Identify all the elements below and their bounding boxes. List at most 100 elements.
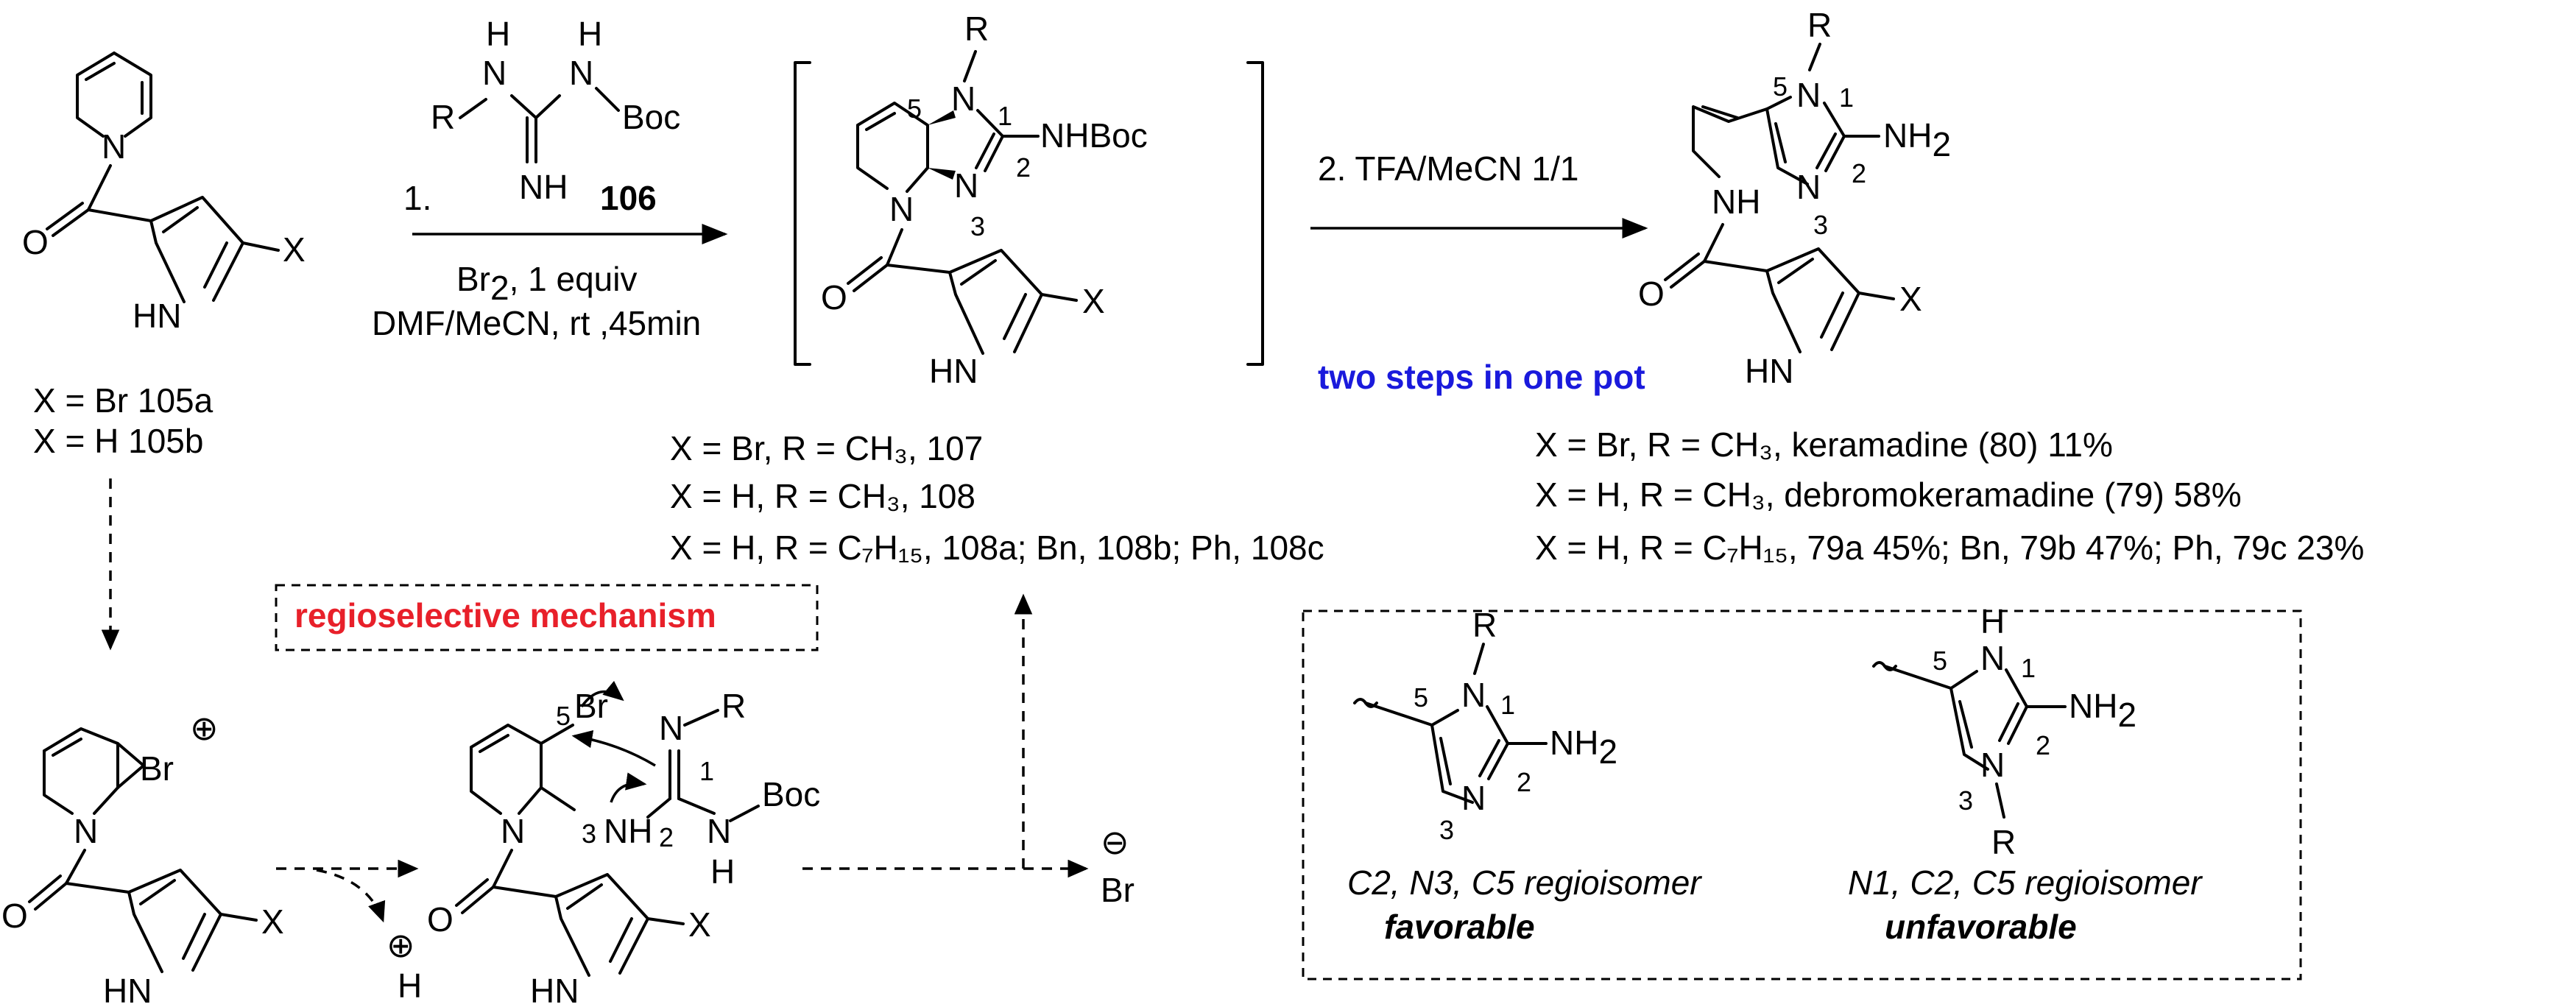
proton-plus: ⊕: [387, 926, 415, 964]
svg-text:5: 5: [556, 701, 571, 731]
svg-text:H: H: [578, 15, 602, 53]
svg-text:NH: NH: [604, 812, 652, 850]
svg-text:NHBoc: NHBoc: [1040, 116, 1148, 155]
svg-text:O: O: [1, 897, 28, 935]
svg-text:favorable: favorable: [1384, 908, 1535, 946]
svg-text:N: N: [569, 54, 593, 92]
svg-text:NH: NH: [1712, 183, 1760, 221]
svg-text:NH2: NH2: [1550, 724, 1617, 771]
svg-text:N: N: [1461, 676, 1486, 714]
bromonium-intermediate: Br ⊕ N O HN X: [1, 709, 284, 1007]
bromide-minus: ⊖: [1101, 823, 1129, 861]
svg-text:HN: HN: [1745, 352, 1793, 390]
svg-text:N: N: [1796, 168, 1821, 206]
regioisomer-unfavorable: 5 N H 1 N 3 2 R NH2 N1, C2, C5 regioisom…: [1848, 602, 2203, 946]
mechanism-title-box: [275, 584, 819, 651]
svg-text:N: N: [1980, 639, 2005, 677]
svg-text:X = H, R = C₇H₁₅, 108a; Bn, 1: X = H, R = C₇H₁₅, 108a; Bn, 108b; Ph, 10…: [670, 529, 1324, 567]
svg-text:H: H: [710, 852, 735, 891]
svg-text:HN: HN: [530, 972, 579, 1007]
svg-text:R: R: [721, 687, 746, 725]
svg-text:Br: Br: [140, 749, 174, 788]
svg-text:N: N: [1980, 746, 2005, 784]
atom-o: O: [22, 223, 49, 261]
svg-text:Boc: Boc: [762, 775, 820, 813]
intermediate-labels: X = Br, R = CH₃, 107 X = H, R = CH₃, 108…: [670, 429, 1324, 567]
svg-text:R: R: [1472, 606, 1497, 644]
svg-text:NH: NH: [519, 168, 568, 206]
svg-text:X: X: [1082, 282, 1105, 320]
atom-x: X: [283, 230, 306, 269]
svg-text:3: 3: [582, 819, 596, 849]
regioisomer-favorable: 5 N R 1 N 3 2 NH2 C2, N3, C5 regioisomer…: [1347, 606, 1702, 946]
dihydropyridine-amide-105: N O HN X: [22, 52, 306, 335]
svg-text:O: O: [821, 278, 847, 317]
svg-text:N: N: [951, 80, 975, 118]
atom-n: N: [102, 127, 126, 166]
product-aminoimidazole: 5 N R 1 N 3 2 NH2 NH O HN X: [1638, 6, 1951, 390]
svg-text:2: 2: [1852, 158, 1866, 188]
svg-text:1: 1: [1500, 690, 1515, 720]
bracket-left: [794, 61, 811, 366]
svg-text:N1, C2, C5 regioisomer: N1, C2, C5 regioisomer: [1848, 863, 2203, 902]
svg-text:R: R: [1991, 823, 2016, 861]
svg-text:⊕: ⊕: [190, 709, 219, 747]
bicyclic-intermediate: 5 N 1 R 2 N 3 NHBoc N O HN X: [821, 10, 1148, 390]
svg-text:N: N: [501, 812, 525, 850]
svg-text:1: 1: [699, 756, 714, 786]
svg-text:X = Br 105a: X = Br 105a: [33, 381, 214, 420]
svg-text:H: H: [1980, 602, 2005, 640]
svg-text:Boc: Boc: [622, 98, 680, 136]
curved-dashed-arrow: [316, 869, 386, 923]
svg-text:X: X: [688, 905, 711, 944]
svg-text:1: 1: [2021, 653, 2036, 683]
svg-text:2: 2: [659, 822, 674, 852]
product-labels: X = Br, R = CH₃, keramadine (80) 11% X =…: [1535, 425, 2364, 567]
svg-text:3: 3: [1813, 210, 1828, 240]
svg-text:O: O: [1638, 275, 1665, 313]
svg-text:N: N: [954, 166, 978, 205]
svg-text:5: 5: [1414, 682, 1428, 713]
svg-text:N: N: [659, 709, 683, 747]
svg-text:HN: HN: [929, 352, 978, 390]
svg-text:106: 106: [600, 179, 657, 217]
proton-h: H: [398, 967, 422, 1005]
svg-text:2: 2: [2036, 730, 2050, 760]
atom-hn: HN: [133, 297, 181, 335]
svg-text:2: 2: [1016, 152, 1031, 183]
bromide-br: Br: [1101, 871, 1135, 909]
svg-text:3: 3: [1958, 785, 1973, 816]
svg-text:R: R: [1807, 6, 1832, 44]
svg-text:N: N: [1461, 779, 1486, 817]
svg-text:N: N: [74, 812, 98, 850]
svg-text:H: H: [486, 15, 510, 53]
svg-text:5: 5: [1933, 646, 1947, 676]
condition-line-1: Br2, 1 equiv: [456, 260, 638, 307]
svg-text:5: 5: [907, 93, 922, 124]
svg-text:O: O: [427, 900, 454, 939]
step-1-label: 1.: [403, 179, 431, 217]
svg-text:3: 3: [1439, 815, 1454, 845]
svg-text:2: 2: [1517, 767, 1531, 797]
svg-text:X = Br, R = CH₃, 107: X = Br, R = CH₃, 107: [670, 429, 983, 467]
guanidine-106: R N H NH N H Boc 106: [431, 15, 680, 217]
svg-text:NH2: NH2: [1883, 116, 1951, 163]
start-material-labels: X = Br 105a X = H 105b: [33, 381, 214, 460]
svg-text:X: X: [1899, 280, 1922, 318]
svg-text:1: 1: [998, 101, 1012, 131]
step-2-label: 2. TFA/MeCN 1/1: [1318, 149, 1579, 188]
condition-line-2: DMF/MeCN, rt ,45min: [372, 304, 701, 342]
svg-text:C2, N3, C5 regioisomer: C2, N3, C5 regioisomer: [1347, 863, 1702, 902]
svg-text:N: N: [1796, 76, 1821, 114]
svg-text:X = H, R = C₇H₁₅, 79a 45%; Bn: X = H, R = C₇H₁₅, 79a 45%; Bn, 79b 47%; …: [1535, 529, 2364, 567]
regioisomer-box: [1302, 610, 2302, 981]
svg-text:X = H, R = CH₃, debromokerama: X = H, R = CH₃, debromokeramadine (79) 5…: [1535, 476, 2242, 514]
svg-text:X = Br, R = CH₃, keramadine (8: X = Br, R = CH₃, keramadine (80) 11%: [1535, 425, 2113, 464]
svg-text:X = H, R = CH₃, 108: X = H, R = CH₃, 108: [670, 477, 975, 515]
svg-text:N: N: [482, 54, 507, 92]
bracket-right: [1246, 61, 1264, 366]
one-pot-note: two steps in one pot: [1318, 358, 1645, 396]
svg-text:X: X: [261, 902, 284, 941]
svg-text:unfavorable: unfavorable: [1885, 908, 2077, 946]
